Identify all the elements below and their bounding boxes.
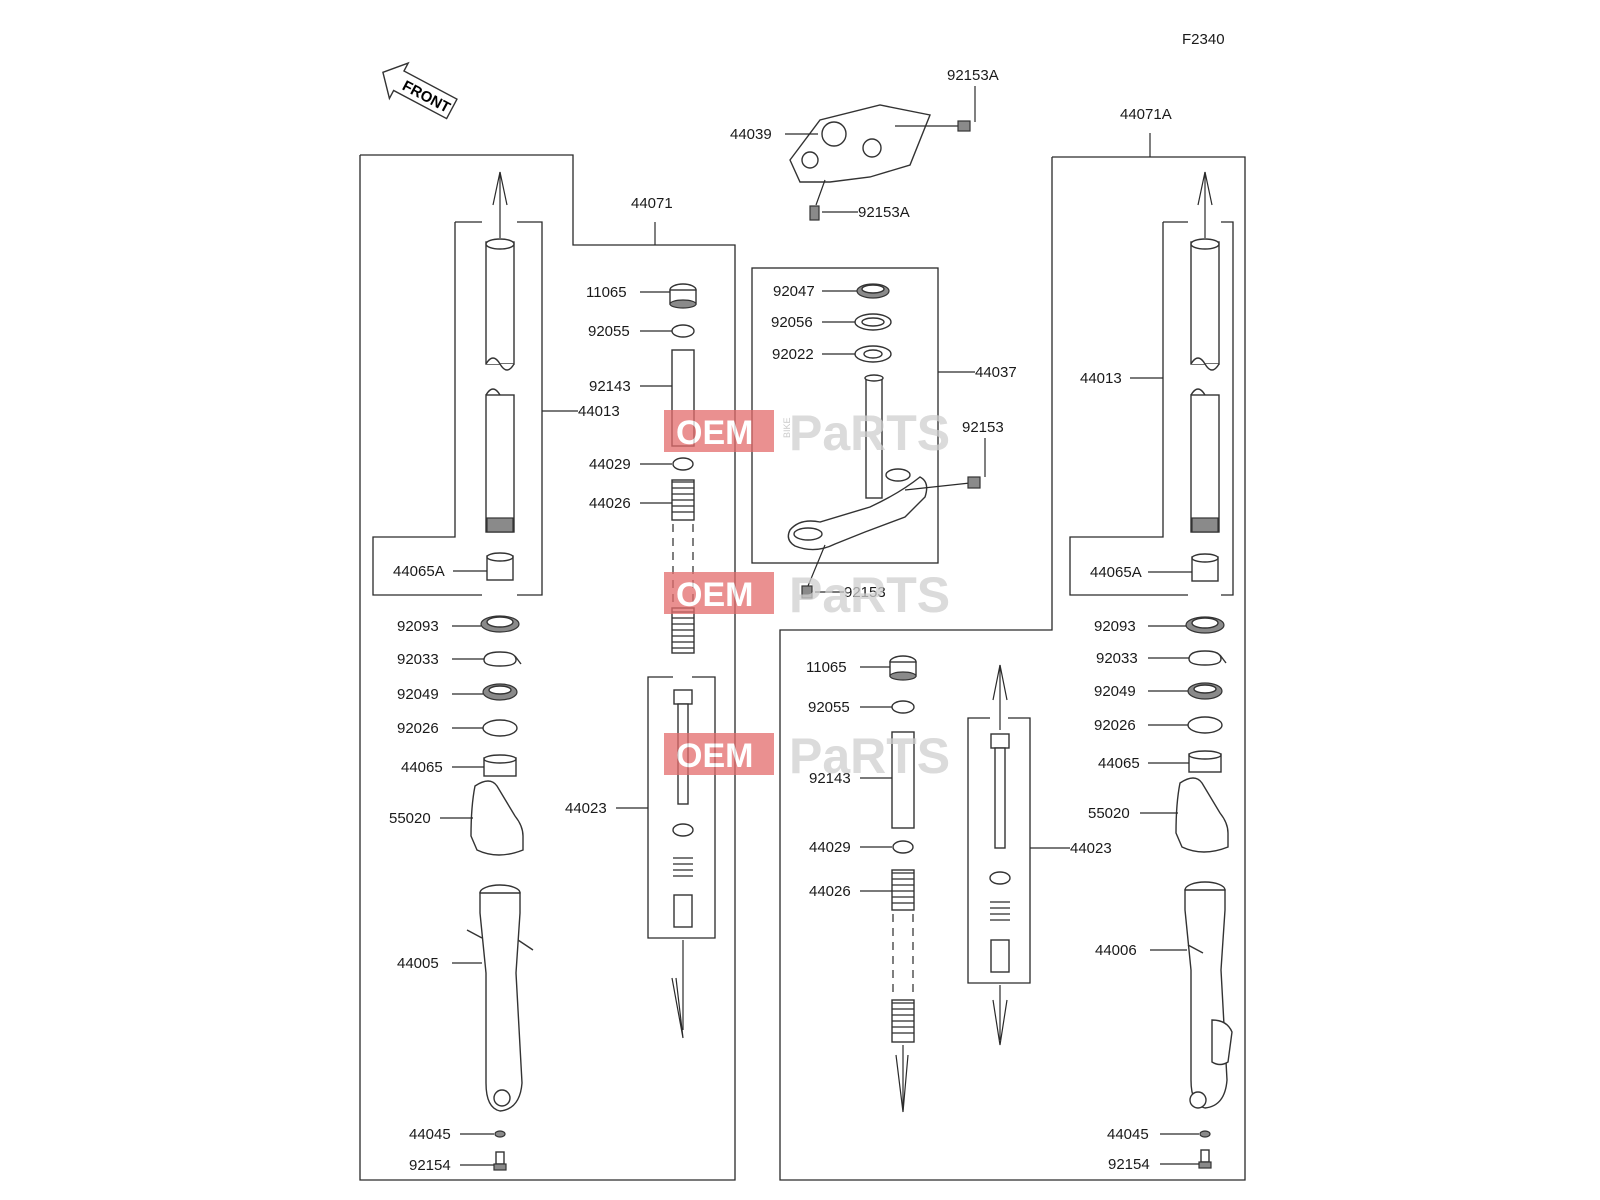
label-92055-right: 92055 (808, 699, 850, 716)
circlip-left (483, 651, 522, 667)
front-direction-arrow-icon: FRONT (382, 61, 458, 120)
watermark-oem-3: OEM (676, 737, 753, 775)
dust-seal-left (480, 615, 520, 633)
label-92093: 92093 (397, 618, 439, 635)
label-92153-bottom: 92153 (844, 584, 886, 601)
label-92033-right: 92033 (1096, 650, 1138, 667)
watermark-parts-2: PaRTS (789, 567, 950, 623)
label-44065: 44065 (401, 759, 443, 776)
oil-seal-right (1187, 682, 1223, 700)
label-92153a-top: 92153A (947, 67, 999, 84)
bushing-44065a-left (486, 552, 514, 581)
bolt-92154-left (493, 1151, 507, 1171)
label-44037: 44037 (975, 364, 1017, 381)
label-92154: 92154 (409, 1157, 451, 1174)
fork-guard-left (470, 780, 524, 856)
label-44023: 44023 (565, 800, 607, 817)
washer-44029-right (892, 840, 914, 854)
label-44065a: 44065A (393, 563, 445, 580)
label-44023-right: 44023 (1070, 840, 1112, 857)
label-92055: 92055 (588, 323, 630, 340)
watermark-oem-2: OEM (676, 576, 753, 614)
stem-bracket (787, 374, 981, 551)
left-fork-assembly: 44071 44013 44065A 9 (359, 154, 736, 1181)
label-92047: 92047 (773, 283, 815, 300)
watermark-bike: BIKE (782, 417, 792, 438)
label-11065-right: 11065 (806, 659, 847, 676)
washer-92026-right (1187, 716, 1223, 734)
spring-44026-left (671, 479, 695, 654)
label-44071: 44071 (631, 195, 673, 212)
fork-guard-right (1175, 777, 1229, 853)
inner-tube-left (485, 171, 515, 533)
diagram-code: F2340 (1182, 31, 1225, 48)
label-92033: 92033 (397, 651, 439, 668)
label-44071a: 44071A (1120, 106, 1172, 123)
spring-44026-right (891, 869, 915, 1113)
bushing-44065a-right (1191, 553, 1219, 582)
cap-bolt-11065-right (889, 655, 917, 681)
label-44005: 44005 (397, 955, 439, 972)
collar-92143-right (891, 731, 915, 829)
o-ring-92055-right (891, 700, 915, 714)
label-92143: 92143 (589, 378, 631, 395)
label-92026: 92026 (397, 720, 439, 737)
steering-assembly: 44039 92153A 92153A 44037 92047 92056 92… (730, 67, 1017, 601)
label-44045: 44045 (409, 1126, 451, 1143)
label-44026-right: 44026 (809, 883, 851, 900)
circlip-right (1188, 650, 1227, 666)
dust-seal-right (1185, 616, 1225, 634)
watermark-parts: PaRTS (789, 405, 950, 461)
label-44065a-right: 44065A (1090, 564, 1142, 581)
bolt-92154-right (1198, 1149, 1212, 1169)
bushing-44065-left (483, 754, 517, 777)
label-55020: 55020 (389, 810, 431, 827)
label-44006: 44006 (1095, 942, 1137, 959)
label-11065: 11065 (586, 284, 627, 301)
watermark-oem: OEM (676, 414, 753, 452)
outer-tube-44005 (466, 884, 534, 1112)
label-92153-right: 92153 (962, 419, 1004, 436)
watermark-parts-3: PaRTS (789, 728, 950, 784)
inner-tube-right (1190, 171, 1220, 533)
label-44065-right: 44065 (1098, 755, 1140, 772)
damper-rod-left (672, 689, 694, 928)
oil-seal-left (482, 683, 518, 701)
washer-44045-left (494, 1130, 506, 1138)
washer-92026-left (482, 719, 518, 737)
label-44029-right: 44029 (809, 839, 851, 856)
label-44013: 44013 (578, 403, 620, 420)
label-92026-right: 92026 (1094, 717, 1136, 734)
right-fork-assembly: 44071A 44013 44065A 92093 (779, 106, 1246, 1181)
label-44039: 44039 (730, 126, 772, 143)
upper-bracket-44039 (789, 104, 971, 183)
label-92154-right: 92154 (1108, 1156, 1150, 1173)
bolt-92153a-bottom (809, 205, 820, 221)
washer-44029-left (672, 457, 694, 471)
watermark: OEM BIKE PaRTS OEM PaRTS OEM PaRTS (664, 405, 950, 784)
bushing-44065-right (1188, 750, 1222, 773)
damper-rod-right (989, 664, 1011, 1046)
label-92143-right: 92143 (809, 770, 851, 787)
label-44029: 44029 (589, 456, 631, 473)
label-92049: 92049 (397, 686, 439, 703)
label-92049-right: 92049 (1094, 683, 1136, 700)
label-92056: 92056 (771, 314, 813, 331)
label-92093-right: 92093 (1094, 618, 1136, 635)
cap-bolt-11065-left (669, 283, 697, 309)
o-ring-92055-left (671, 324, 695, 338)
label-92022: 92022 (772, 346, 814, 363)
label-44026: 44026 (589, 495, 631, 512)
label-55020-right: 55020 (1088, 805, 1130, 822)
label-44045-right: 44045 (1107, 1126, 1149, 1143)
washer-44045-right (1199, 1130, 1211, 1138)
bolt-92153-bottom (801, 585, 813, 599)
label-44013-right: 44013 (1080, 370, 1122, 387)
label-92153a-bottom: 92153A (858, 204, 910, 221)
outer-tube-44006 (1184, 881, 1233, 1109)
